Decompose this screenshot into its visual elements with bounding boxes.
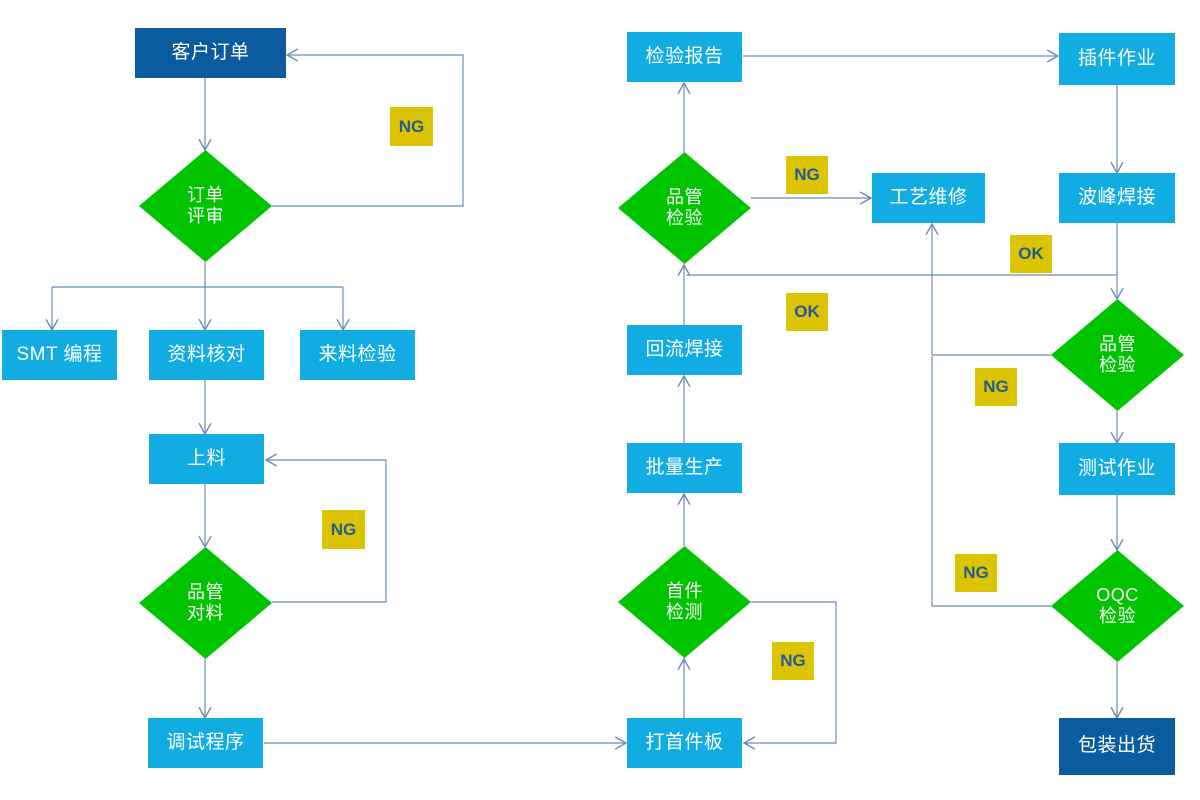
node-label: 订单 评审	[187, 184, 224, 226]
node-label: 来料检验	[318, 343, 397, 365]
node-qc-inspection-2[interactable]: 品管 检验	[1051, 299, 1184, 411]
tag-ng-order-review: NG	[390, 107, 433, 146]
node-process-repair[interactable]: 工艺维修	[872, 173, 985, 223]
node-insertion-work[interactable]: 插件作业	[1059, 33, 1175, 85]
node-loading[interactable]: 上料	[149, 434, 264, 484]
node-label: 检验报告	[645, 45, 724, 67]
node-label: 客户订单	[171, 41, 250, 63]
node-label: 包装出货	[1077, 735, 1156, 757]
node-label: 首件 检测	[666, 580, 703, 622]
node-qc-material[interactable]: 品管 对料	[139, 547, 272, 659]
node-incoming-inspect[interactable]: 来料检验	[300, 330, 415, 380]
node-label: 波峰焊接	[1077, 186, 1156, 208]
node-oqc-inspection[interactable]: OQC 检验	[1051, 550, 1184, 662]
node-label: 测试作业	[1077, 457, 1156, 479]
node-label: 上料	[186, 447, 226, 469]
tag-ng-qc-inspect-2: NG	[975, 368, 1017, 406]
node-label: 插件作业	[1077, 47, 1156, 69]
node-debug-program[interactable]: 调试程序	[148, 718, 263, 768]
tag-ng-oqc: NG	[955, 554, 997, 592]
node-qc-inspection-1[interactable]: 品管 检验	[618, 152, 751, 264]
node-label: 工艺维修	[889, 186, 968, 208]
node-label: 调试程序	[166, 731, 245, 753]
node-test-work[interactable]: 测试作业	[1059, 443, 1175, 495]
node-label: 批量生产	[645, 456, 724, 478]
node-wave-soldering[interactable]: 波峰焊接	[1059, 173, 1175, 223]
node-label: OQC 检验	[1096, 584, 1139, 626]
node-order-review[interactable]: 订单 评审	[139, 150, 272, 262]
node-label: 品管 检验	[1099, 333, 1136, 375]
node-label: SMT 编程	[16, 343, 103, 365]
node-packing-shipment[interactable]: 包装出货	[1059, 718, 1175, 775]
edge-qcmat-ng-to-loading	[264, 453, 387, 603]
tag-ng-qc-material: NG	[322, 510, 365, 549]
tag-ng-qc-inspect-1: NG	[786, 156, 828, 194]
node-label: 品管 检验	[666, 186, 703, 228]
node-label: 回流焊接	[645, 338, 724, 360]
tag-ok-qc-inspect-1: OK	[786, 293, 828, 331]
node-data-verification[interactable]: 资料核对	[149, 330, 264, 380]
tag-ng-first-article: NG	[772, 642, 814, 680]
node-label: 打首件板	[645, 731, 724, 753]
edge-fat-ng-to-fab	[742, 601, 837, 750]
node-first-article-board[interactable]: 打首件板	[627, 718, 742, 768]
node-first-article-test[interactable]: 首件 检测	[618, 546, 751, 658]
node-inspection-report[interactable]: 检验报告	[627, 32, 742, 82]
tag-ok-wave: OK	[1010, 235, 1052, 273]
node-reflow-soldering[interactable]: 回流焊接	[627, 325, 742, 375]
node-label: 资料核对	[167, 343, 246, 365]
node-mass-production[interactable]: 批量生产	[627, 443, 742, 493]
node-label: 品管 对料	[187, 581, 224, 623]
node-customer-order[interactable]: 客户订单	[135, 28, 286, 78]
node-smt-programming[interactable]: SMT 编程	[2, 330, 117, 380]
edge-oqc-ng-to-repair	[931, 356, 1051, 607]
edge-review-ng-to-order	[272, 48, 464, 207]
